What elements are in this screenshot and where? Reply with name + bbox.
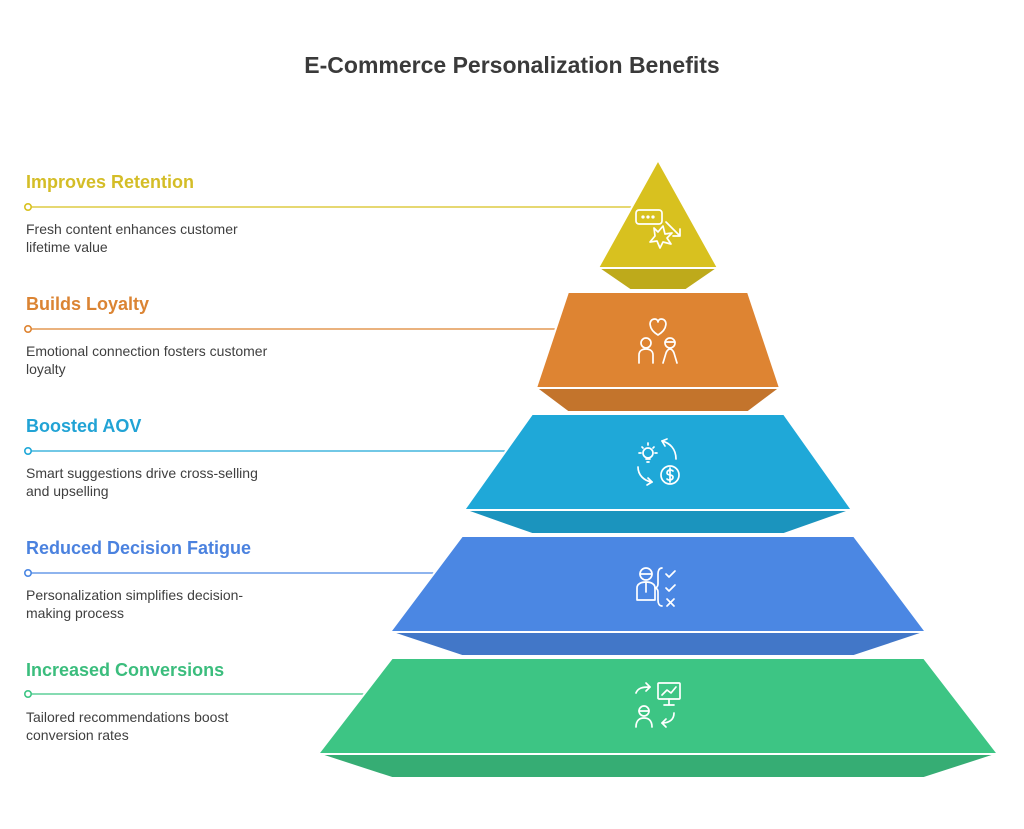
pyramid-tier-increased-conversions <box>317 657 999 779</box>
pyramid-tier-builds-loyalty <box>535 291 781 413</box>
level-label-boosted-aov: Boosted AOV <box>26 416 142 436</box>
level-description-reduced-decision-fatigue: Personalization simplifies decision-maki… <box>26 587 244 621</box>
connector-dot-builds-loyalty <box>23 324 32 333</box>
level-description-increased-conversions: Tailored recommendations boost conversio… <box>26 709 229 743</box>
connector-dot-boosted-aov <box>23 446 32 455</box>
level-label-builds-loyalty: Builds Loyalty <box>26 294 150 314</box>
connector-dot-improves-retention <box>23 203 32 212</box>
connector-dot-reduced-decision-fatigue <box>23 568 32 577</box>
pyramid-tier-improves-retention <box>597 159 719 291</box>
level-label-reduced-decision-fatigue: Reduced Decision Fatigue <box>26 538 252 558</box>
level-label-increased-conversions: Increased Conversions <box>26 660 225 680</box>
connector-dot-increased-conversions <box>23 689 32 698</box>
person-checklist-icon <box>636 567 676 607</box>
diagram-title: E-Commerce Personalization Benefits <box>304 52 720 78</box>
person-chart-exchange-icon <box>635 682 681 728</box>
click-sparkle-icon <box>635 209 681 249</box>
level-label-improves-retention: Improves Retention <box>26 172 195 192</box>
level-description-boosted-aov: Smart suggestions drive cross-selling an… <box>26 465 258 499</box>
level-description-improves-retention: Fresh content enhances customer lifetime… <box>26 221 238 255</box>
pyramid-tier-boosted-aov <box>463 413 853 535</box>
idea-dollar-cycle-icon <box>637 438 680 486</box>
level-description-builds-loyalty: Emotional connection fosters customer lo… <box>26 343 268 377</box>
couple-heart-icon <box>638 318 678 364</box>
